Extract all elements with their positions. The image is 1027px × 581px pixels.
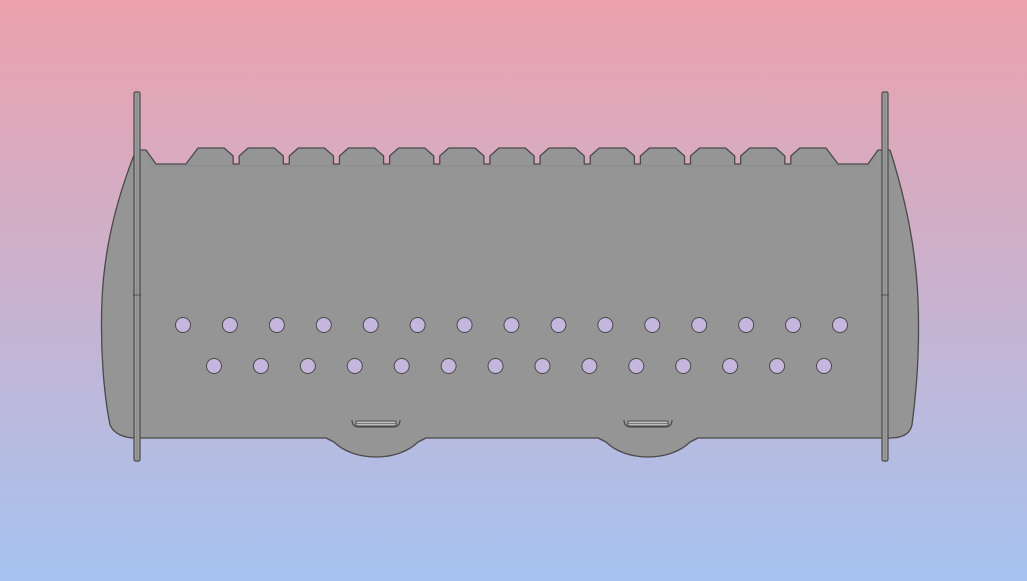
vent-hole-lower bbox=[206, 358, 222, 374]
vent-hole-upper bbox=[503, 317, 520, 333]
vent-hole-upper bbox=[785, 317, 802, 333]
vent-hole-upper bbox=[832, 317, 848, 333]
vent-hole-lower bbox=[393, 358, 410, 374]
vent-hole-upper bbox=[644, 317, 661, 333]
vent-hole-lower bbox=[769, 358, 786, 374]
vent-hole-upper bbox=[221, 317, 238, 333]
vent-hole-upper bbox=[597, 317, 614, 333]
vent-hole-upper bbox=[550, 317, 567, 333]
vent-hole-upper bbox=[175, 317, 191, 333]
vent-hole-lower bbox=[816, 358, 832, 374]
bottom-tab-slot bbox=[623, 419, 673, 428]
vent-hole-upper bbox=[738, 317, 755, 333]
vent-hole-upper bbox=[268, 317, 285, 333]
vent-hole-lower bbox=[628, 358, 645, 374]
sheet-metal-part[interactable] bbox=[100, 91, 920, 462]
vent-hole-upper bbox=[456, 317, 473, 333]
vent-hole-lower bbox=[299, 358, 316, 374]
vent-hole-lower bbox=[675, 358, 692, 374]
vent-hole-upper bbox=[691, 317, 708, 333]
vent-hole-lower bbox=[722, 358, 739, 374]
vent-hole-lower bbox=[581, 358, 598, 374]
vent-hole-lower bbox=[487, 358, 504, 374]
vent-hole-upper bbox=[362, 317, 379, 333]
vent-hole-lower bbox=[534, 358, 551, 374]
vent-hole-lower bbox=[252, 358, 269, 374]
vent-hole-upper bbox=[409, 317, 426, 333]
vent-hole-lower bbox=[440, 358, 457, 374]
bottom-tab-slot bbox=[351, 419, 401, 428]
vent-hole-upper bbox=[315, 317, 332, 333]
vent-hole-lower bbox=[346, 358, 363, 374]
part-body-outline bbox=[100, 147, 920, 458]
